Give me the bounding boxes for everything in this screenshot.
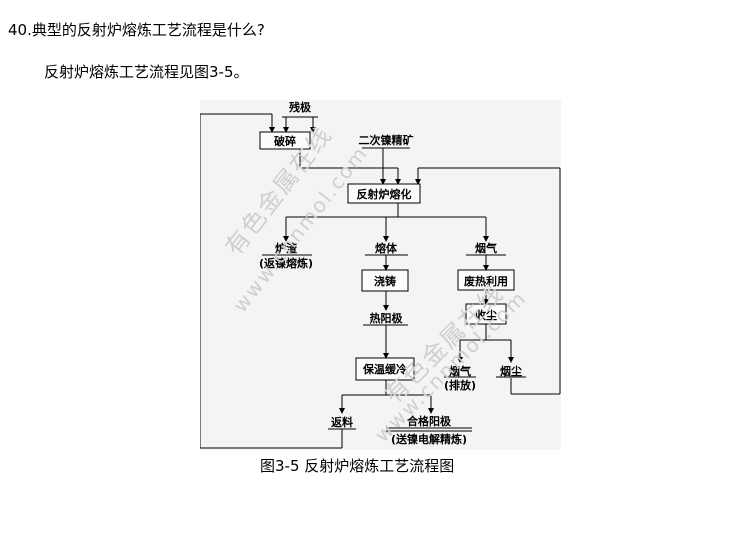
slag-label: 炉渣 [275, 241, 298, 255]
cast-box [361, 269, 409, 292]
dust-label: 收尘 [475, 308, 497, 322]
good-anode-note: (送镍电解精炼) [391, 432, 467, 446]
good-anode-label: 合格阳极 [407, 414, 452, 428]
flowchart-svg: 残极 破碎 二次镍精矿 反射炉熔化 炉渣 (返镍熔炼) 熔体 烟气 浇铸 废热利… [199, 100, 561, 449]
cool-label: 保温缓冷 [362, 362, 407, 376]
answer-text: 反射炉熔炼工艺流程见图3-5。 [44, 63, 249, 81]
heat-box [457, 269, 515, 291]
crush-box [259, 131, 311, 150]
dust-box [465, 303, 507, 325]
gas-out-note: (排放) [444, 378, 476, 392]
gas-label: 烟气 [475, 241, 497, 255]
figure-caption: 图3-5 反射炉熔炼工艺流程图 [260, 457, 455, 475]
question-heading: 40.典型的反射炉熔炼工艺流程是什么? [8, 21, 265, 39]
cool-box [355, 357, 415, 381]
crush-label: 破碎 [274, 134, 296, 148]
return-label: 返料 [331, 415, 353, 429]
flowchart-figure: 残极 破碎 二次镍精矿 反射炉熔化 炉渣 (返镍熔炼) 熔体 烟气 浇铸 废热利… [199, 100, 561, 450]
furnace-label: 反射炉熔化 [357, 187, 412, 201]
concentrate-label: 二次镍精矿 [359, 133, 414, 147]
heat-label: 废热利用 [464, 274, 508, 288]
flue-dust-label: 烟尘 [500, 364, 522, 378]
cast-label: 浇铸 [374, 274, 396, 288]
gas-out-label: 烟气 [449, 364, 471, 378]
slag-note: (返镍熔炼) [259, 256, 313, 270]
furnace-box [347, 183, 421, 204]
residue-label: 残极 [289, 100, 312, 114]
melt-label: 熔体 [375, 241, 398, 255]
hot-anode-label: 热阳极 [370, 311, 404, 325]
